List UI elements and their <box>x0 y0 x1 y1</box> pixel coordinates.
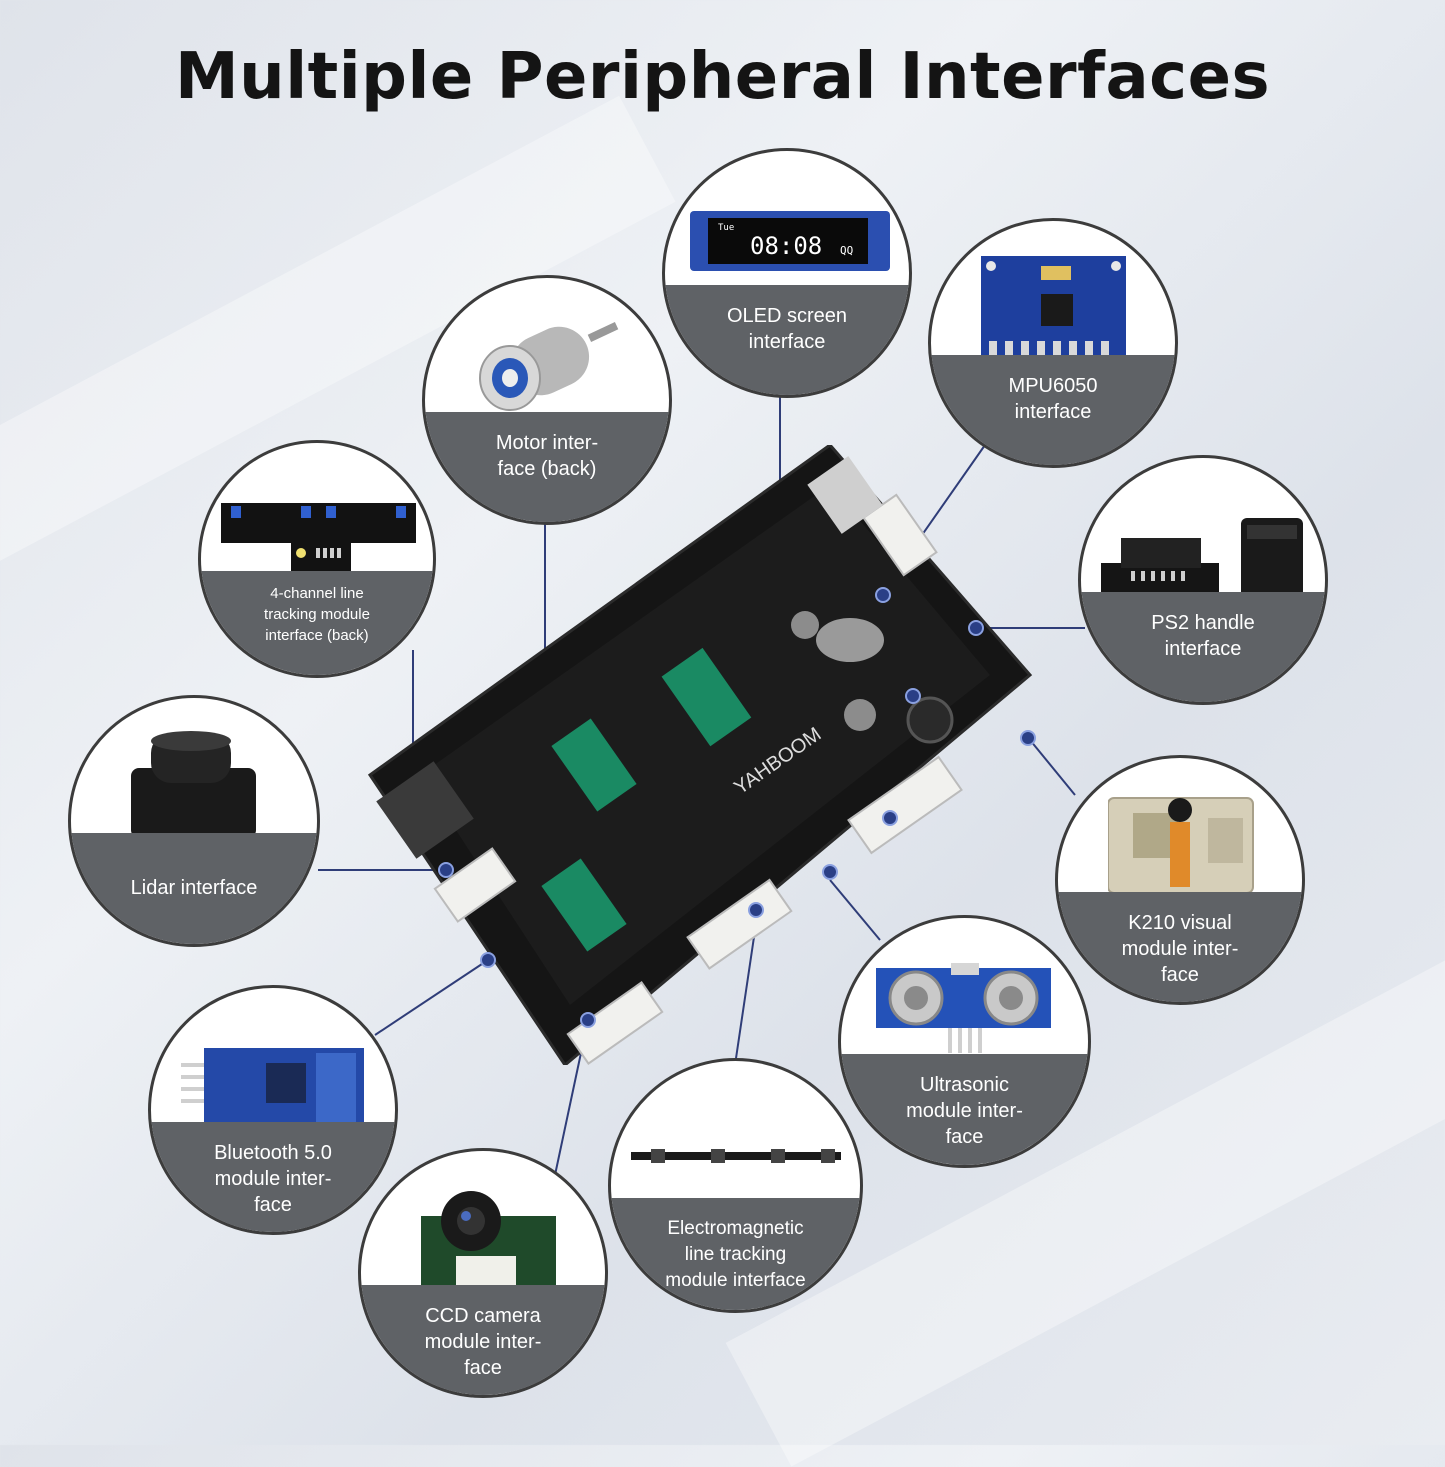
power-jack-icon <box>376 761 474 859</box>
line-tracking-module-icon <box>221 503 416 573</box>
interface-label: 4-channel line tracking module interface… <box>201 570 433 675</box>
interface-bubble-electromagnetic: Electromagnetic line tracking module int… <box>608 1058 863 1313</box>
oled-screen-icon: Tue 08:08 QQ <box>690 211 890 271</box>
oled-time: 08:08 <box>750 232 822 260</box>
interface-label: Bluetooth 5.0 module inter- face <box>151 1122 395 1232</box>
connector-dot <box>968 620 984 636</box>
connector-dot <box>1020 730 1036 746</box>
screw-hole-icon <box>791 611 819 639</box>
electromagnetic-sensor-icon <box>631 1149 841 1163</box>
white-connector-icon <box>433 493 963 1065</box>
ps2-receiver-icon <box>1101 518 1303 603</box>
interface-bubble-ccd: CCD camera module inter- face <box>358 1148 608 1398</box>
connector-line-k210 <box>1029 739 1076 796</box>
interface-bubble-k210: K210 visual module inter- face <box>1055 755 1305 1005</box>
ultrasonic-sensor-icon <box>876 963 1051 1053</box>
interface-bubble-ultrasonic: Ultrasonic module inter- face <box>838 915 1091 1168</box>
usb-port-icon <box>807 456 883 534</box>
connector-dot <box>822 864 838 880</box>
connector-dot <box>905 688 921 704</box>
ccd-camera-icon <box>421 1191 556 1291</box>
interface-bubble-motor: Motor inter- face (back) <box>422 275 672 525</box>
interface-label: OLED screen interface <box>665 285 909 395</box>
interface-bubble-lidar: Lidar interface <box>68 695 320 947</box>
buzzer-icon <box>906 696 954 744</box>
interface-bubble-bluetooth: Bluetooth 5.0 module inter- face <box>148 985 398 1235</box>
interface-label: Motor inter- face (back) <box>425 412 669 522</box>
interface-label: MPU6050 interface <box>931 355 1175 465</box>
connector-line-ultrasonic <box>829 879 881 941</box>
interface-label: K210 visual module inter- face <box>1058 892 1302 1002</box>
connector-dot <box>882 810 898 826</box>
interface-bubble-oled: Tue 08:08 QQ OLED screen interface <box>662 148 912 398</box>
lidar-icon <box>131 731 256 838</box>
interface-label: Electromagnetic line tracking module int… <box>611 1197 860 1310</box>
page-title: Multiple Peripheral Interfaces <box>174 40 1271 114</box>
connector-dot <box>875 587 891 603</box>
mpu6050-module-icon <box>981 256 1126 361</box>
interface-label: CCD camera module inter- face <box>361 1285 605 1395</box>
screw-hole-icon <box>844 699 876 731</box>
interface-label: Lidar interface <box>71 833 317 944</box>
connector-dot <box>480 952 496 968</box>
interface-bubble-line-tracking: 4-channel line tracking module interface… <box>198 440 436 678</box>
interface-label: Ultrasonic module inter- face <box>841 1053 1088 1165</box>
controller-board: YAHBOOM <box>367 445 1033 1065</box>
interface-label: PS2 handle interface <box>1081 592 1325 702</box>
connector-line-bluetooth <box>374 959 489 1036</box>
oled-right-tag: QQ <box>840 244 853 257</box>
interface-bubble-mpu6050: MPU6050 interface <box>928 218 1178 468</box>
motor-icon <box>479 322 619 411</box>
bluetooth-module-icon <box>181 1048 364 1128</box>
capacitor-icon <box>541 647 752 952</box>
connector-dot <box>748 902 764 918</box>
oled-left-tag: Tue <box>718 223 734 233</box>
interface-bubble-ps2: PS2 handle interface <box>1078 455 1328 705</box>
crystal-icon <box>816 618 884 662</box>
connector-dot <box>438 862 454 878</box>
k210-camera-icon <box>1108 797 1254 894</box>
connector-dot <box>580 1012 596 1028</box>
